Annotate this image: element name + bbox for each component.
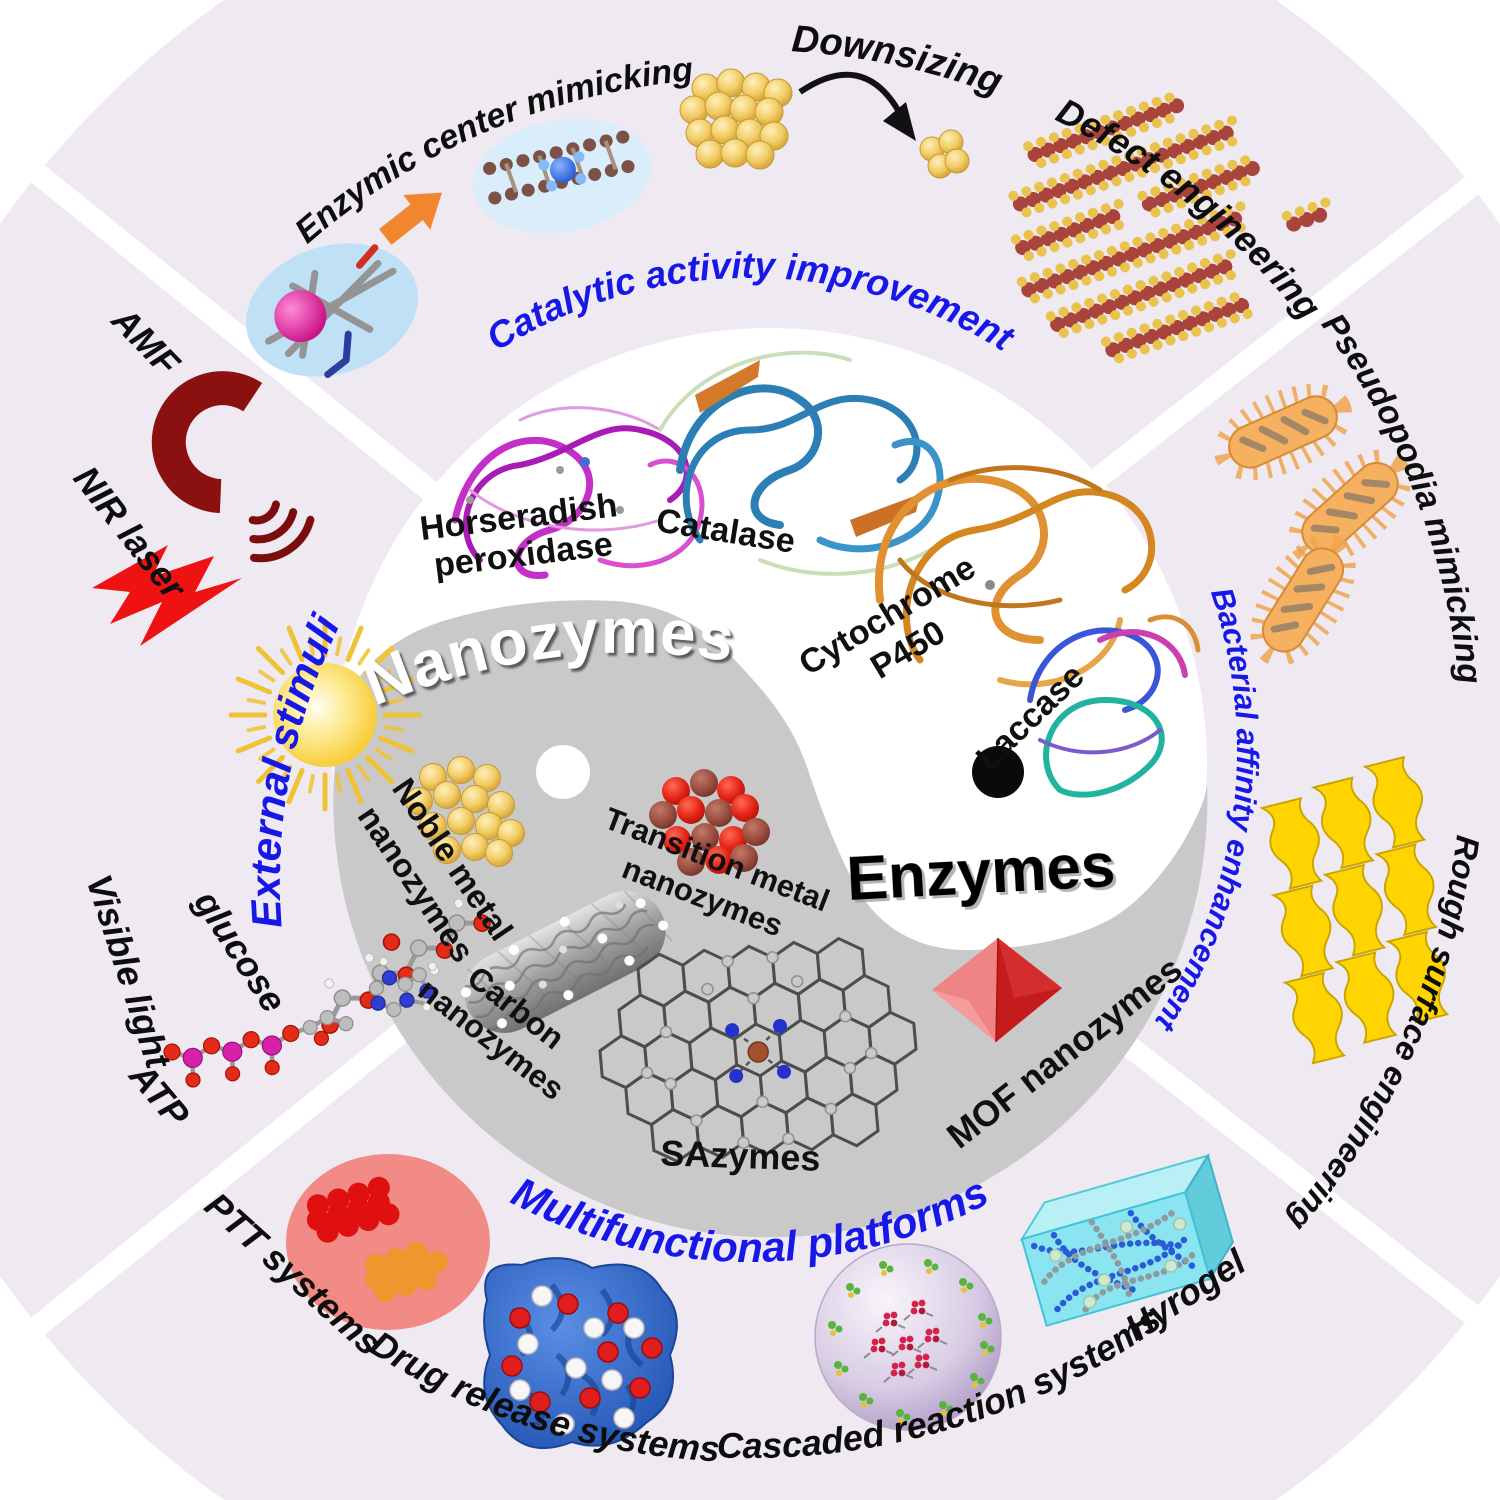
- separator-bottom-right: [1058, 987, 1490, 1332]
- nir-laser-bolt-icon: [92, 545, 242, 646]
- laccase-structure: [1027, 614, 1201, 798]
- transition-metal-cluster-icon: [649, 769, 770, 876]
- separator-bottom-left: [20, 993, 446, 1344]
- enzymes-title: Enzymes: [845, 831, 1117, 914]
- separator-top-right: [1058, 168, 1490, 513]
- gold-nanoparticle-small-icon: [919, 129, 970, 179]
- glucose-molecule-icon: [321, 898, 491, 1034]
- cytochrome-p450-structure: [874, 465, 1156, 688]
- gold-nanoparticle-large-icon: [679, 68, 793, 170]
- mof-octahedron-icon: [932, 937, 1062, 1043]
- atp-molecule-icon: [163, 956, 437, 1088]
- mimic-arrow-icon: [379, 192, 442, 245]
- drug-release-sponge-icon: [483, 1257, 678, 1450]
- single-atom-site-icon: [472, 118, 652, 234]
- separator-top-left: [20, 156, 446, 507]
- hydrogel-icon: [1019, 1153, 1234, 1327]
- porphyrin-center-icon: [246, 243, 418, 378]
- section-separators: [20, 156, 1490, 1344]
- sazyme-graphene-icon: [597, 935, 919, 1165]
- catalase-structure: [658, 350, 947, 576]
- ptt-system-icon: [286, 1154, 490, 1330]
- carbon-nanotube-icon: [460, 890, 673, 1033]
- yinyang-black-dot: [972, 746, 1024, 798]
- visible-light-sun-icon: [228, 618, 422, 812]
- cascaded-reaction-sphere-icon: [814, 1243, 1002, 1431]
- yinyang-white-dot: [536, 745, 590, 799]
- downsizing-arrow-icon: [798, 71, 916, 141]
- label-sazymes: SAzymes: [660, 1132, 821, 1179]
- defect-lattice-icon: [1008, 89, 1336, 364]
- noble-metal-cluster-icon: [405, 756, 525, 867]
